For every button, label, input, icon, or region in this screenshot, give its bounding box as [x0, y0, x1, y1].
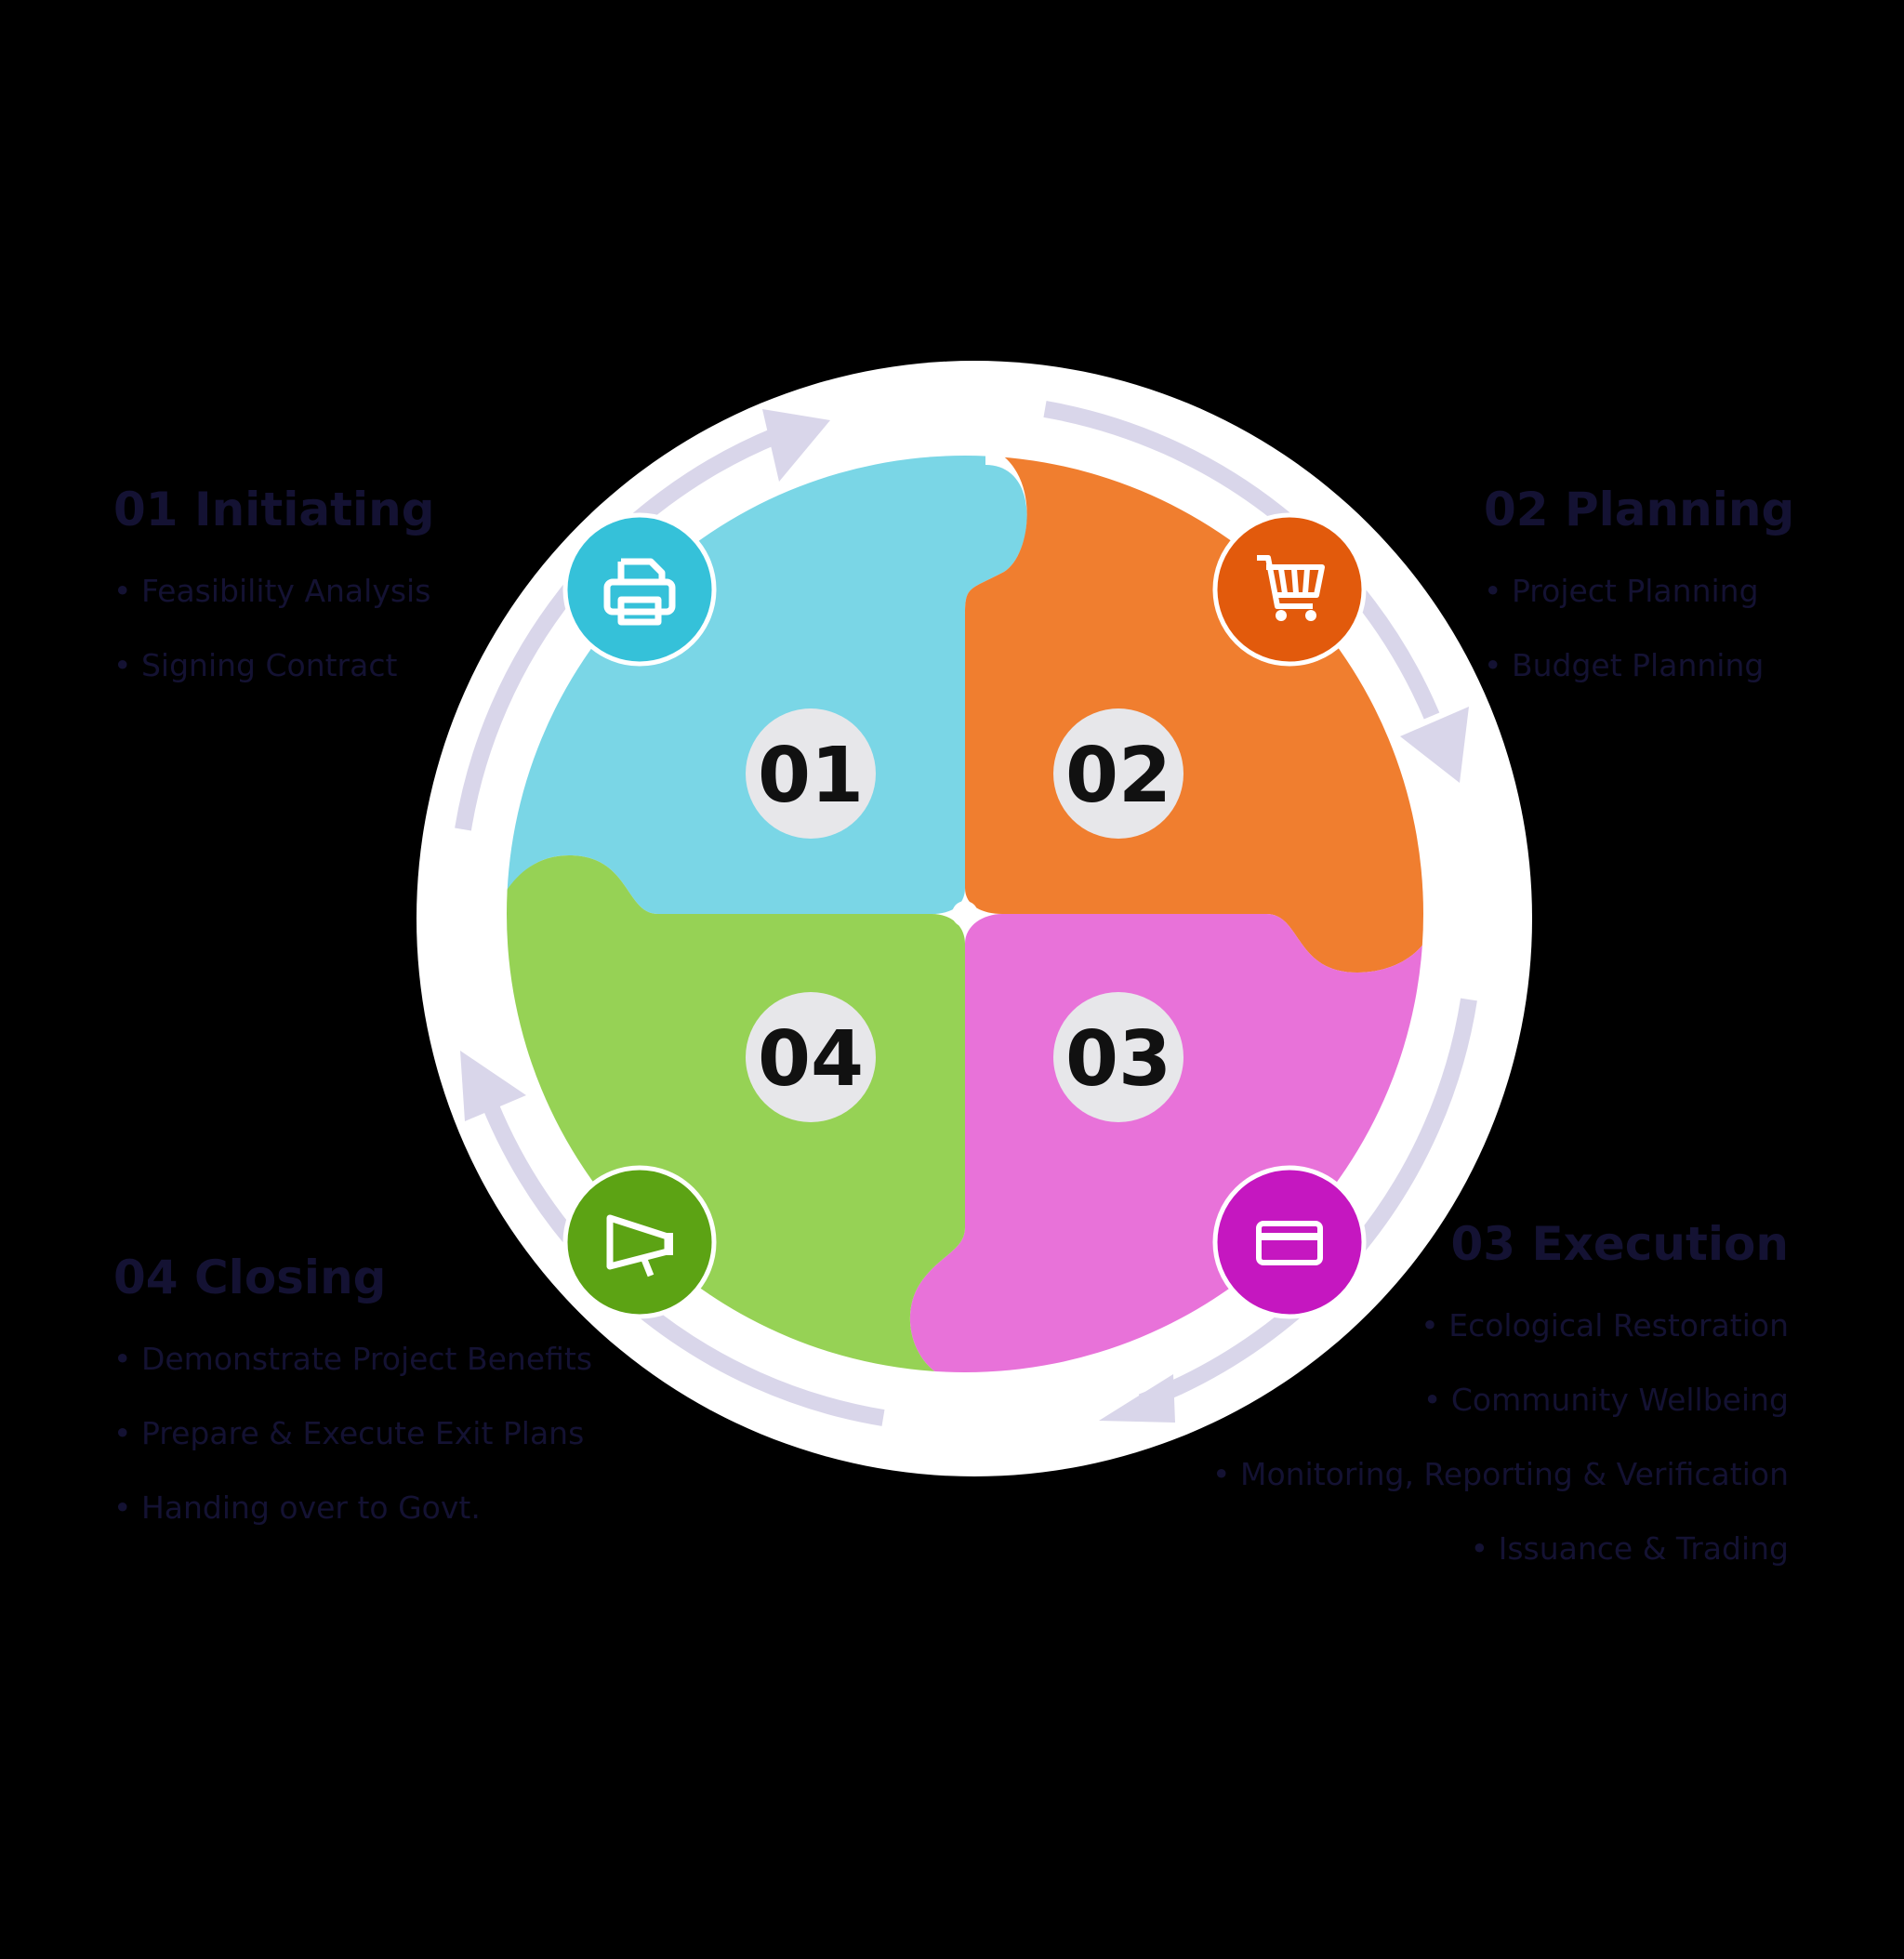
phase-02-item: Project Planning	[1484, 573, 1794, 610]
phase-04-item: Handing over to Govt.	[113, 1489, 592, 1527]
phase-title-04: 04 Closing	[113, 1251, 387, 1304]
icon-circle-03	[1212, 1165, 1367, 1319]
phase-title-03: 03 Execution	[1450, 1217, 1789, 1271]
cart-icon	[1257, 555, 1325, 609]
badge-02-number: 02	[1065, 732, 1171, 820]
badge-03-number: 03	[1065, 1015, 1171, 1104]
arrowhead-1	[762, 409, 830, 482]
printer-icon	[603, 558, 676, 626]
phase-04-item: Prepare & Execute Exit Plans	[113, 1415, 592, 1452]
phase-02-item: Budget Planning	[1484, 647, 1794, 684]
phase-title-01: 01 Initiating	[113, 483, 435, 536]
flow-arrowheads	[460, 409, 1469, 1423]
phase-03-item: Community Wellbeing	[1212, 1382, 1789, 1419]
icon-circle-02	[1212, 512, 1367, 667]
phase-03-item: Monitoring, Reporting & Verification	[1212, 1456, 1789, 1493]
credit-card-icon	[1256, 1221, 1323, 1265]
badge-04: 04	[746, 992, 876, 1122]
badge-01: 01	[746, 708, 876, 839]
arrowhead-4	[460, 1051, 526, 1121]
phase-03-item: Ecological Restoration	[1212, 1307, 1789, 1344]
phase-04-item: Demonstrate Project Benefits	[113, 1341, 592, 1378]
phase-items-01: Feasibility Analysis Signing Contract	[113, 573, 435, 684]
icon-circle-01	[562, 512, 717, 667]
arrowhead-3	[1099, 1374, 1175, 1423]
phase-01-item: Feasibility Analysis	[113, 573, 435, 610]
phase-items-04: Demonstrate Project Benefits Prepare & E…	[113, 1341, 592, 1527]
arrowhead-2	[1400, 707, 1469, 783]
phase-items-02: Project Planning Budget Planning	[1484, 573, 1794, 684]
center-notch	[952, 901, 978, 927]
phase-03-item: Issuance & Trading	[1212, 1530, 1789, 1568]
phase-01-item: Signing Contract	[113, 647, 435, 684]
badge-03: 03	[1053, 992, 1183, 1122]
phase-label-02: 02 Planning Project Planning Budget Plan…	[1484, 482, 1794, 684]
badge-02: 02	[1053, 708, 1183, 839]
flow-arrow-2	[1043, 401, 1440, 720]
badge-01-number: 01	[758, 732, 864, 820]
badge-04-number: 04	[758, 1015, 864, 1104]
phase-title-02: 02 Planning	[1484, 483, 1795, 536]
phase-label-01: 01 Initiating Feasibility Analysis Signi…	[113, 482, 435, 684]
phase-items-03: Ecological Restoration Community Wellbei…	[1212, 1307, 1789, 1568]
phase-label-03: 03 Execution Ecological Restoration Comm…	[1212, 1216, 1789, 1568]
phase-label-04: 04 Closing Demonstrate Project Benefits …	[113, 1250, 592, 1527]
icon-circle-04	[562, 1165, 717, 1319]
